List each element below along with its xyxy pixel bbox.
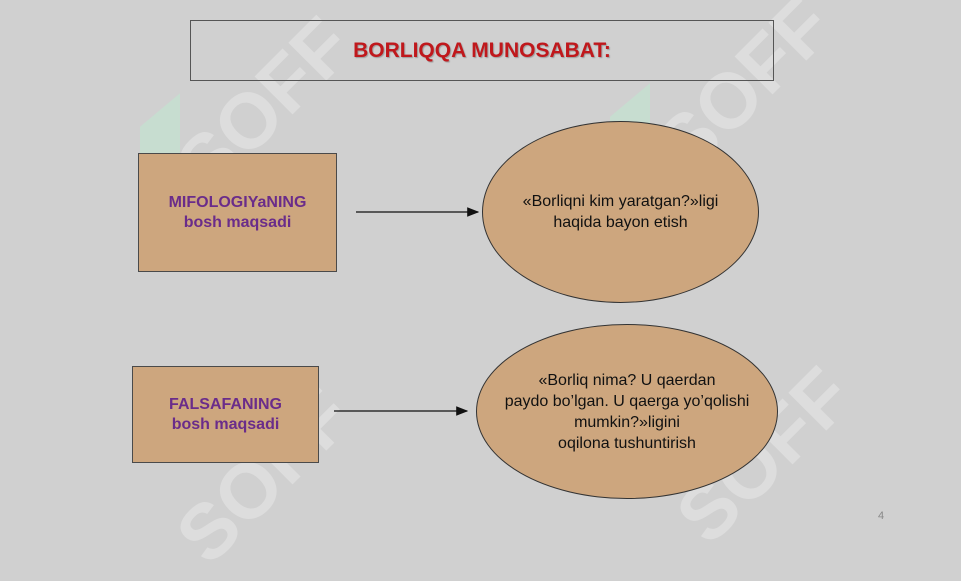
mythology-goal-ellipse: «Borliqni kim yaratgan?»ligi haqida bayo…: [482, 121, 759, 303]
philosophy-label: FALSAFANING bosh maqsadi: [169, 395, 282, 433]
mythology-goal-text: «Borliqni kim yaratgan?»ligi haqida bayo…: [522, 193, 719, 231]
connector-arrows: [334, 207, 480, 416]
title-box: BORLIQQA MUNOSABAT:: [190, 20, 774, 81]
mythology-label: MIFOLOGIYaNING bosh maqsadi: [168, 193, 307, 231]
page-number: 4: [878, 510, 885, 522]
slide-title: BORLIQQA MUNOSABAT:: [353, 38, 611, 62]
philosophy-box: FALSAFANING bosh maqsadi: [132, 366, 319, 463]
philosophy-goal-text: «Borliq nima? U qaerdan paydo bo’lgan. U…: [504, 371, 750, 452]
philosophy-goal-ellipse: «Borliq nima? U qaerdan paydo bo’lgan. U…: [476, 324, 778, 499]
mythology-box: MIFOLOGIYaNING bosh maqsadi: [138, 153, 337, 272]
